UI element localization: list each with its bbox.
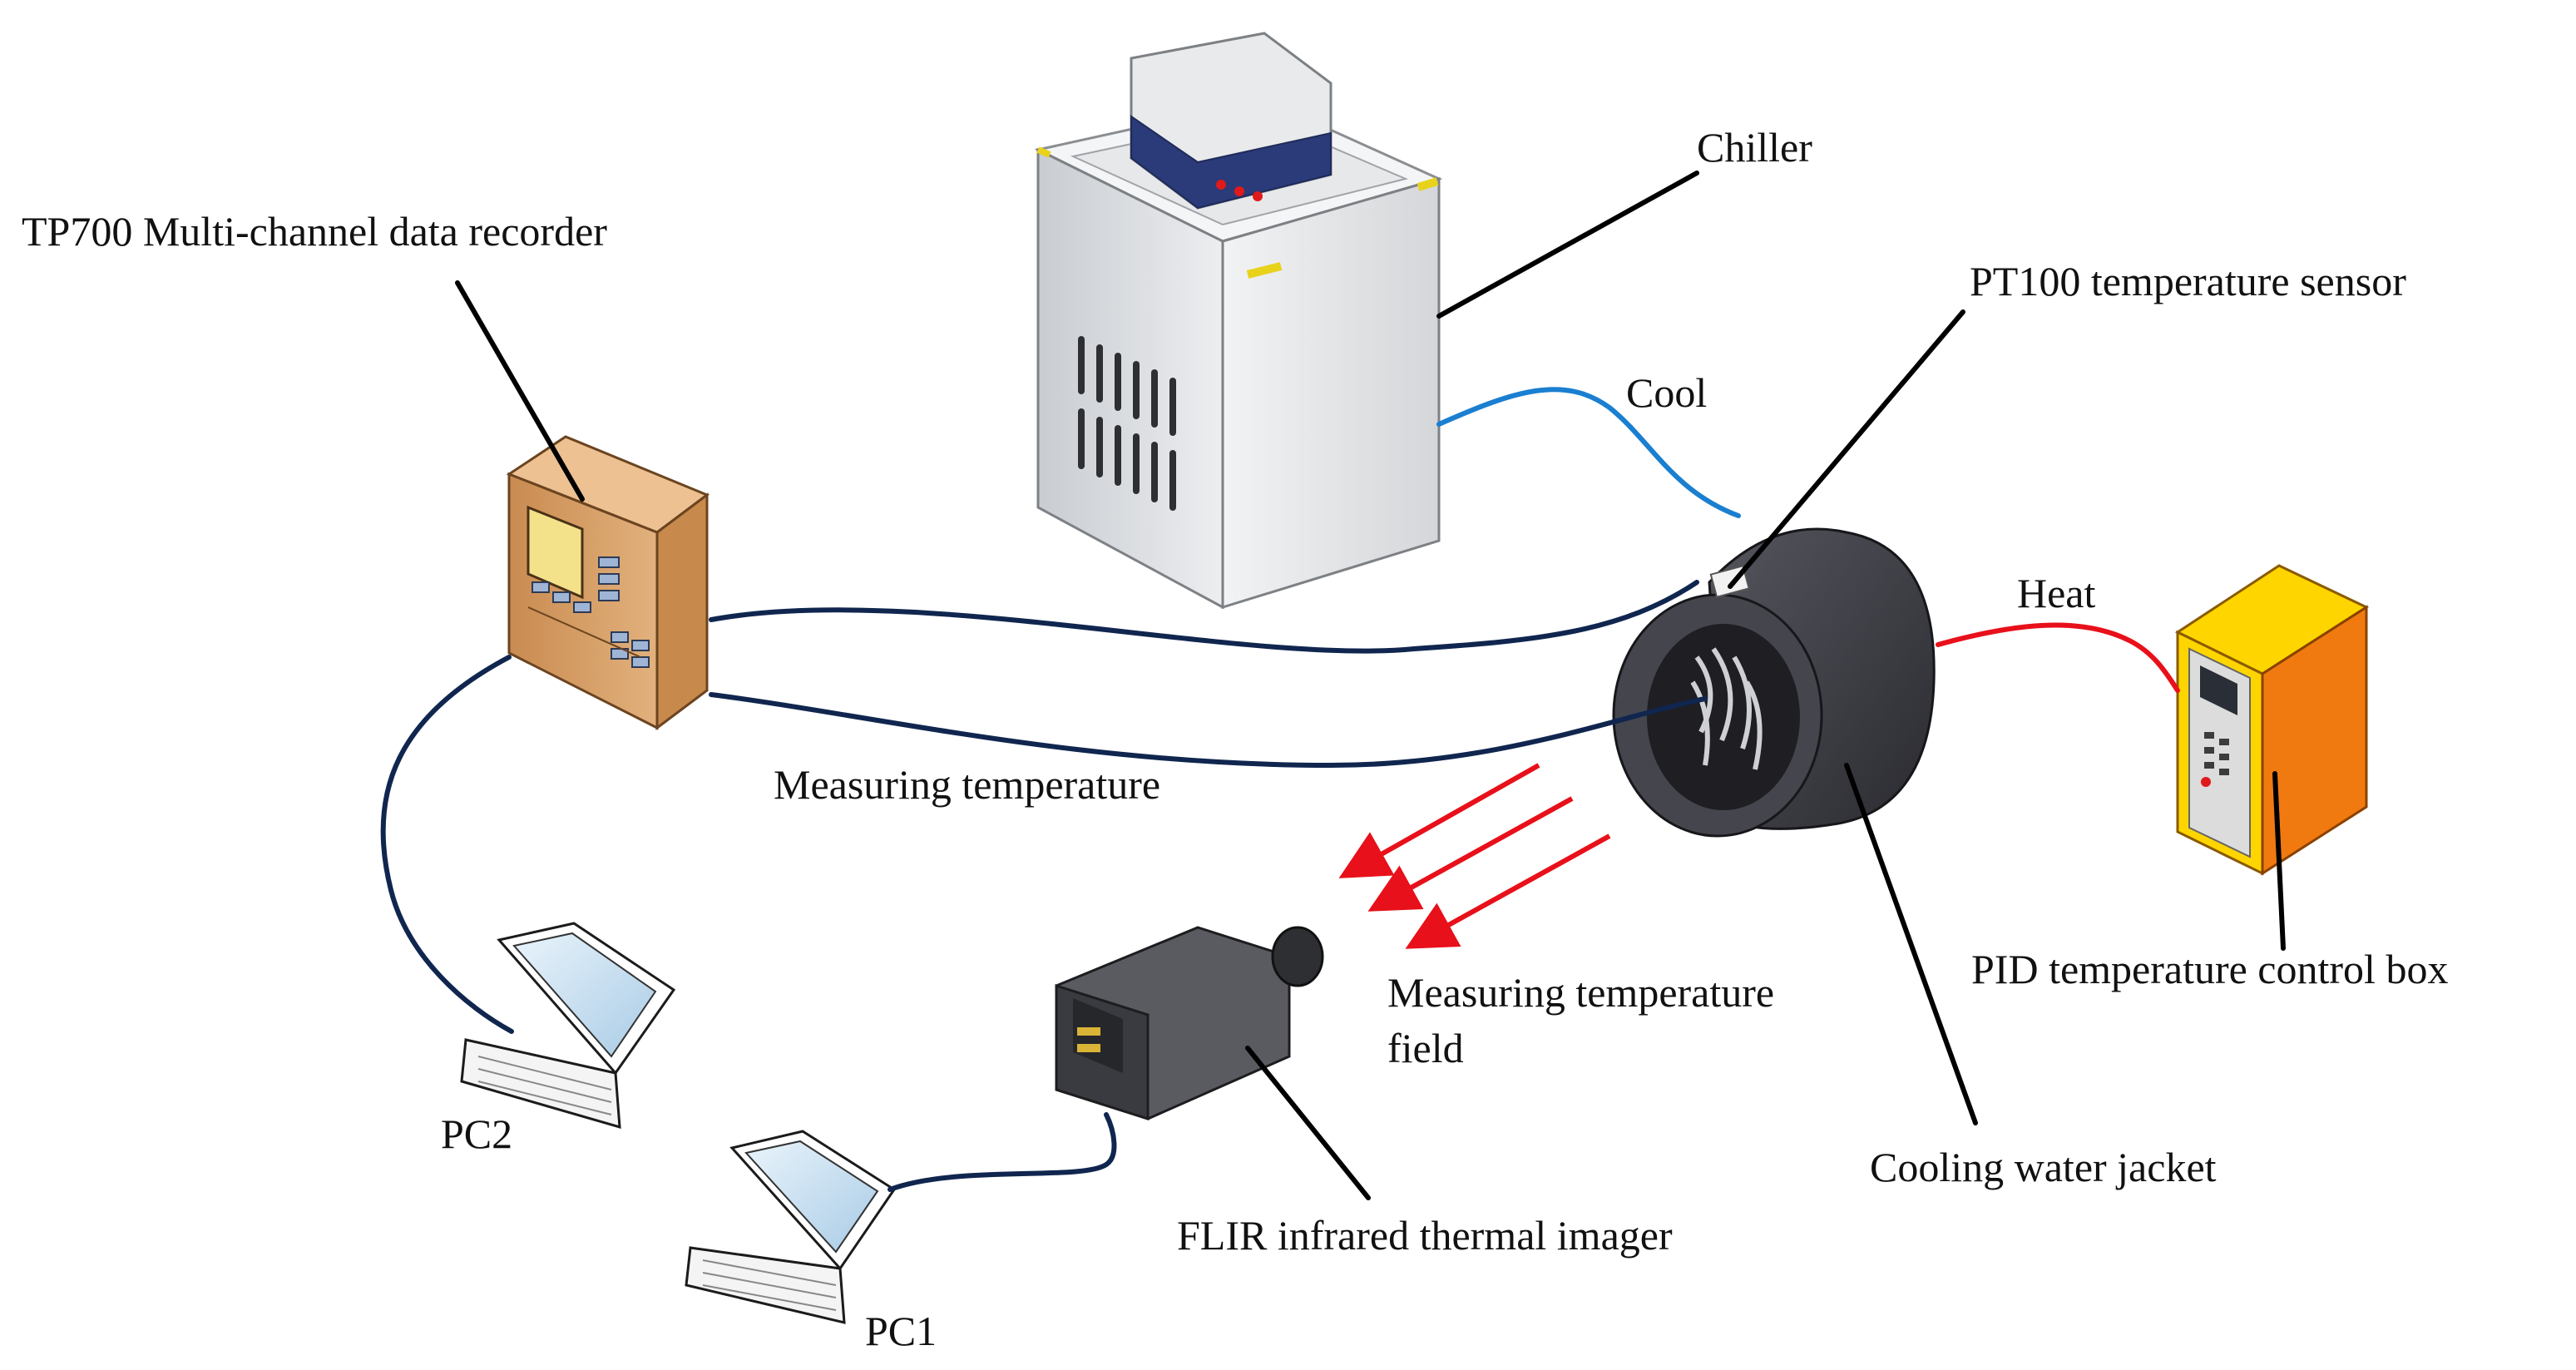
laptop-icon xyxy=(685,1130,897,1324)
chiller-icon xyxy=(1034,32,1443,610)
cool-line xyxy=(1436,387,1741,518)
data-cables xyxy=(380,580,1708,1192)
heat-line xyxy=(1936,622,2180,693)
laptop-icon xyxy=(460,922,676,1130)
pid-box-icon xyxy=(2174,564,2370,876)
ir-arrows xyxy=(1338,763,1611,949)
thermal-imager-icon xyxy=(1055,926,1324,1121)
leader-lines xyxy=(455,171,2286,1200)
cooling-jacket-icon xyxy=(1612,527,1936,838)
data-recorder-icon xyxy=(506,435,710,730)
